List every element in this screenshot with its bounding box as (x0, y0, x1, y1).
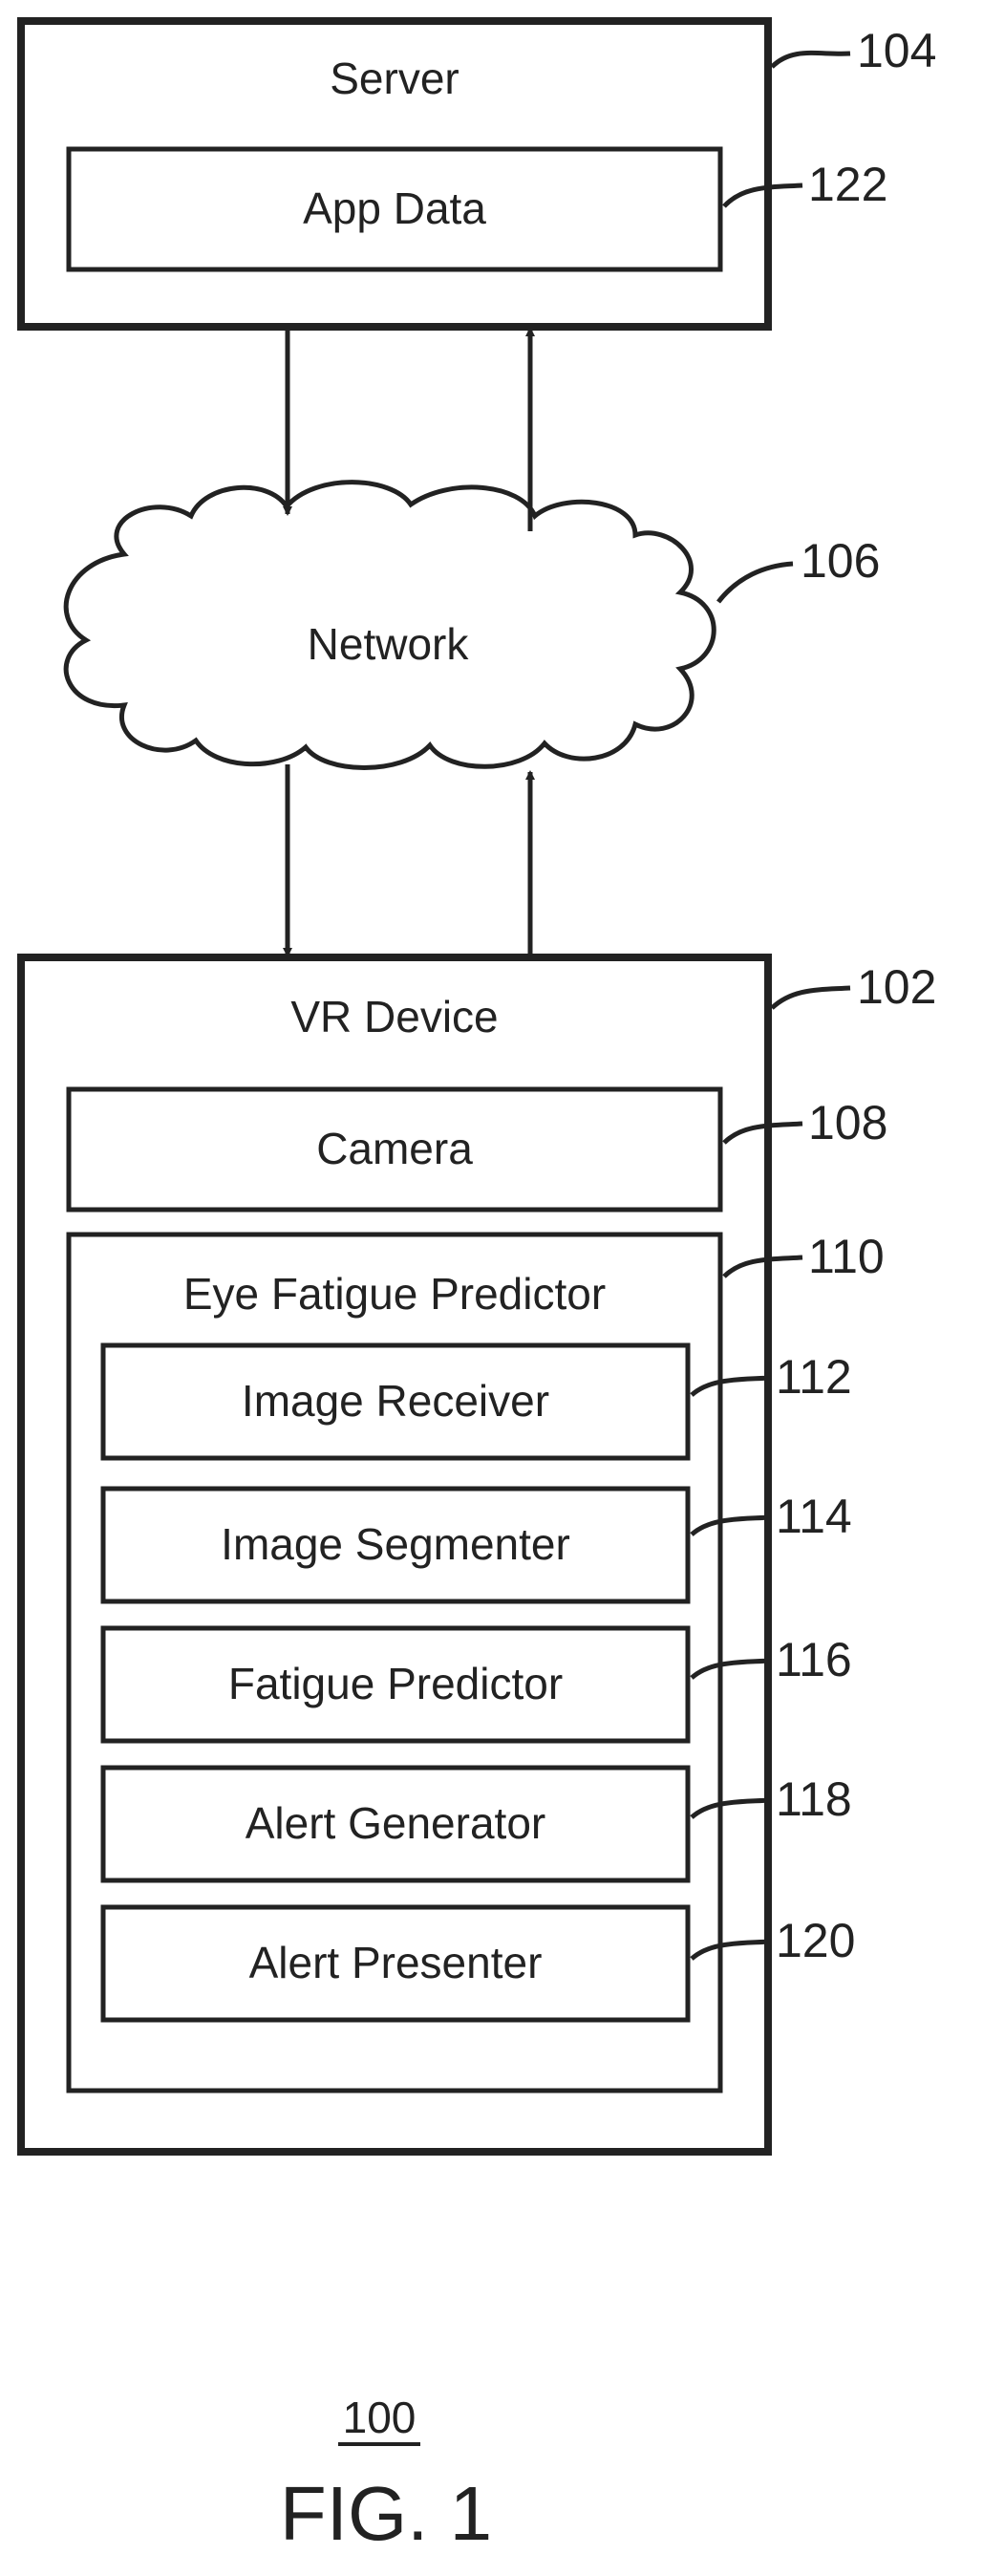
fatigue-predictor-ref-leader (692, 1661, 770, 1678)
network-ref: 106 (801, 534, 880, 588)
image-receiver-label: Image Receiver (242, 1376, 549, 1426)
image-receiver-ref: 112 (776, 1350, 852, 1404)
figure-caption: FIG. 1 (280, 2471, 492, 2556)
camera-ref-leader (724, 1124, 802, 1143)
image-segmenter-label: Image Segmenter (221, 1519, 570, 1569)
camera-ref: 108 (808, 1096, 887, 1149)
alert-presenter-ref-leader (692, 1942, 770, 1959)
app-data-ref-leader (724, 185, 802, 206)
alert-generator-ref-leader (692, 1800, 770, 1817)
eye-fatigue-predictor-ref: 110 (808, 1230, 885, 1283)
image-segmenter-ref-leader (692, 1517, 770, 1535)
server-ref: 104 (857, 24, 936, 77)
network-label: Network (308, 619, 470, 669)
app-data-ref: 122 (808, 158, 887, 211)
vr-device-title: VR Device (290, 992, 498, 1041)
alert-presenter-label: Alert Presenter (249, 1938, 543, 1987)
server-ref-leader (772, 53, 850, 67)
vr-device-ref: 102 (857, 960, 936, 1014)
fatigue-predictor-label: Fatigue Predictor (228, 1659, 563, 1708)
eye-fatigue-predictor-title: Eye Fatigue Predictor (183, 1269, 606, 1319)
network-ref-leader (718, 564, 793, 602)
alert-presenter-ref: 120 (776, 1914, 855, 1967)
vr-device-ref-leader (772, 988, 850, 1008)
image-receiver-ref-leader (692, 1378, 770, 1395)
camera-label: Camera (316, 1124, 473, 1173)
alert-generator-ref: 118 (776, 1772, 852, 1826)
figure-number: 100 (343, 2393, 417, 2442)
alert-generator-label: Alert Generator (246, 1798, 545, 1848)
app-data-label: App Data (303, 183, 486, 233)
server-title: Server (330, 54, 459, 103)
eye-fatigue-predictor-ref-leader (724, 1257, 802, 1277)
image-segmenter-ref: 114 (776, 1490, 852, 1543)
fatigue-predictor-ref: 116 (776, 1633, 852, 1686)
